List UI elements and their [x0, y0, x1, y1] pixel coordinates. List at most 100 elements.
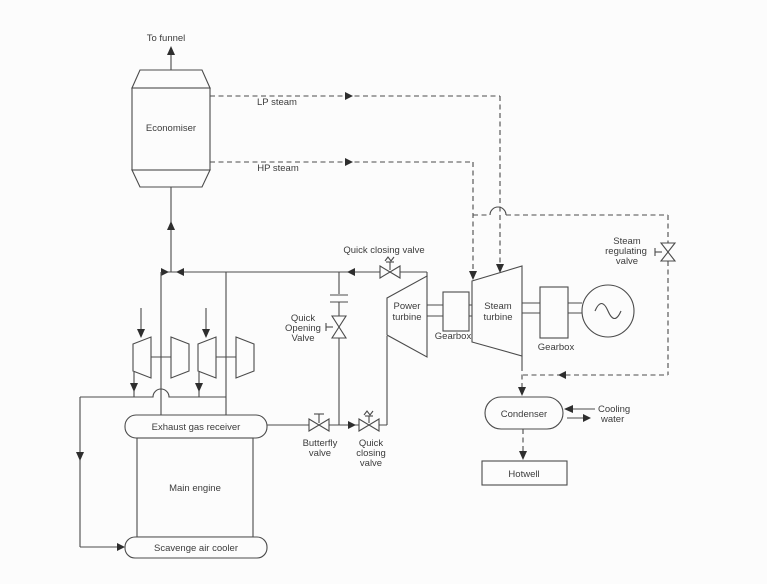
hotwell-icon [481, 460, 568, 486]
main-engine-icon [136, 437, 254, 538]
qov-bottom-triangle [330, 325, 348, 339]
cooling-water-label-1: Cooling [598, 404, 630, 415]
gearbox-1-label: Gearbox [435, 331, 472, 342]
economiser-body [131, 87, 211, 171]
funnel-arrow-icon [167, 46, 175, 55]
srv-bottom-triangle [659, 251, 677, 262]
steam-regulating-valve-label-1: Steam [613, 236, 641, 247]
qcv-bottom-right-triangle [367, 418, 380, 432]
quick-opening-valve-label-1: Quick [291, 313, 316, 324]
generator [581, 284, 635, 338]
lp-steam-label: LP steam [257, 97, 297, 108]
hp-steam-inlet-arrow-icon [469, 271, 477, 280]
exhaust-gas-receiver-label: Exhaust gas receiver [152, 422, 241, 433]
scavenge-air-cooler: Scavenge air cooler [124, 536, 268, 559]
bypass-return-arrow-icon [558, 371, 566, 379]
butterfly-left-triangle [308, 418, 321, 432]
quick-opening-valve: Quick Opening Valve [285, 313, 348, 344]
turbo-right-compressor-icon [197, 336, 217, 379]
scavenge-header-pipe [80, 388, 226, 398]
power-turbine-label-1: Power [394, 301, 421, 312]
gearbox-1: Gearbox [435, 291, 472, 342]
header-right-arrow-icon [161, 268, 169, 276]
sine-wave-icon [594, 302, 622, 320]
lp-steam-inlet-arrow-icon [496, 264, 504, 273]
scavenge-air-pipework [76, 308, 226, 551]
bottom-flow-arrow-icon [348, 421, 356, 429]
gearbox-1-icon [442, 291, 470, 332]
turbocharger-right [197, 336, 255, 379]
hp-steam-arrow-icon [345, 158, 353, 166]
qov-top-triangle [330, 315, 348, 329]
header-left-arrow-icon [176, 268, 184, 276]
hp-steam-line: HP steam [210, 158, 477, 280]
riser-up-arrow-icon [167, 221, 175, 230]
turbo-right-inlet-arrow-icon [202, 329, 210, 338]
scavenge-air-cooler-icon [124, 536, 268, 559]
quick-closing-valve-bottom-label-2: closing [356, 448, 386, 459]
turbo-right-outlet-arrow-icon [195, 383, 203, 392]
qcv-bottom-spring-icon [363, 410, 374, 416]
power-turbine-label-2: turbine [392, 312, 421, 323]
main-engine-label: Main engine [169, 483, 221, 494]
condenser-icon [484, 396, 564, 430]
condenser: Condenser [484, 396, 564, 430]
header-flow-arrow-icon [347, 268, 355, 276]
butterfly-valve-label-1: Butterfly [303, 438, 338, 449]
quick-closing-valve-bottom-label-1: Quick [359, 438, 384, 449]
gearbox-2: Gearbox [538, 286, 575, 353]
lp-steam-line: LP steam [210, 92, 504, 273]
quick-opening-valve-label-2: Opening [285, 323, 321, 334]
hotwell-label: Hotwell [508, 469, 539, 480]
turbo-right-turbine-icon [235, 336, 255, 379]
butterfly-valve-label-2: valve [309, 448, 331, 459]
turbo-left-inlet-arrow-icon [137, 329, 145, 338]
quick-opening-valve-label-3: Valve [291, 333, 314, 344]
cooler-inlet-arrow-icon [117, 543, 125, 551]
steam-regulating-valve-label-2: regulating [605, 246, 647, 257]
butterfly-right-triangle [317, 418, 330, 432]
economiser-top [131, 69, 211, 89]
turbo-left-outlet-arrow-icon [130, 383, 138, 392]
cooling-in-arrow-icon [564, 405, 573, 413]
steam-turbine-icon [471, 265, 523, 357]
power-turbine: Power turbine [386, 275, 428, 358]
condensate-lines [518, 356, 527, 460]
steam-bypass-line [473, 206, 669, 379]
gearbox-2-label: Gearbox [538, 342, 575, 353]
turbo-left-compressor-icon [132, 336, 152, 379]
quick-closing-valve-top-label: Quick closing valve [343, 245, 424, 256]
line-crossing-hump [489, 206, 507, 216]
power-turbine-icon [386, 275, 428, 358]
hotwell: Hotwell [481, 460, 568, 486]
condenser-label: Condenser [501, 409, 547, 420]
cooling-water-label-2: water [600, 414, 624, 425]
srv-top-triangle [659, 242, 677, 253]
lp-steam-arrow-icon [345, 92, 353, 100]
quick-closing-valve-top: Quick closing valve [343, 245, 425, 279]
hotwell-inlet-arrow-icon [519, 451, 527, 460]
economiser-bottom [131, 169, 211, 188]
quick-closing-valve-bottom-label-3: valve [360, 458, 382, 469]
qcv-top-left-triangle [379, 265, 392, 279]
steam-turbine: Steam turbine [471, 265, 523, 357]
steam-turbine-label-2: turbine [483, 312, 512, 323]
turbocharger-left [132, 336, 190, 379]
qcv-top-spring-icon [384, 256, 395, 262]
qcv-bottom-left-triangle [358, 418, 371, 432]
quick-closing-valve-bottom: Quick closing valve [356, 410, 386, 469]
steam-turbine-label-1: Steam [484, 301, 512, 312]
bypass-branch [330, 272, 348, 425]
scavenge-air-cooler-label: Scavenge air cooler [154, 543, 238, 554]
receiver-to-turbine-pipe [267, 336, 388, 429]
economiser-vessel: Economiser [131, 69, 211, 188]
steam-regulating-valve-label-3: valve [616, 256, 638, 267]
to-funnel-label: To funnel [147, 33, 186, 44]
hp-steam-label: HP steam [257, 163, 299, 174]
qcv-top-right-triangle [388, 265, 401, 279]
main-engine: Main engine [136, 437, 254, 538]
condenser-inlet-arrow-icon [518, 387, 526, 396]
exhaust-gas-receiver: Exhaust gas receiver [124, 414, 268, 439]
